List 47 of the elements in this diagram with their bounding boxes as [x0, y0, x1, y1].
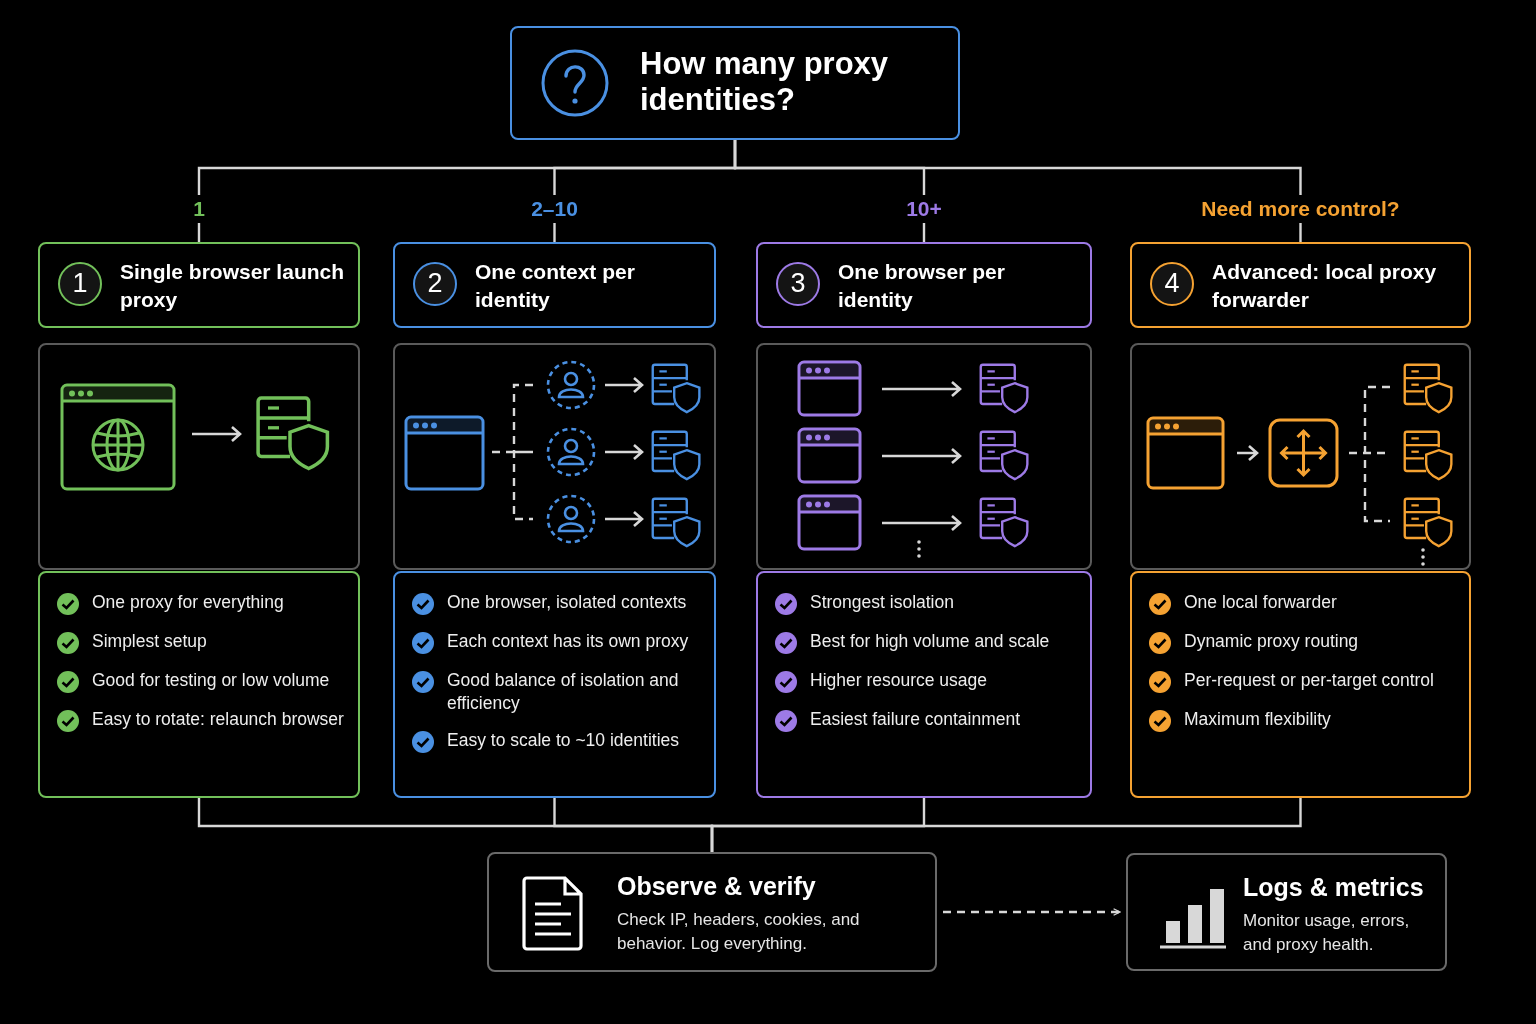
feature-text: Good for testing or low volume	[92, 669, 330, 692]
step-number: 3	[776, 262, 820, 306]
feature-text: Strongest isolation	[810, 591, 954, 614]
option-header	[393, 242, 716, 328]
illustration-panel	[38, 343, 360, 570]
feature-text: One proxy for everything	[92, 591, 284, 614]
feature-text: Each context has its own proxy	[447, 630, 689, 653]
feature-text: Best for high volume and scale	[810, 630, 1050, 653]
arrow	[943, 908, 1121, 916]
feature-text: Higher resource usage	[810, 669, 988, 692]
step-title: One browser per identity	[838, 259, 1006, 313]
card-title: Observe & verify	[617, 872, 817, 901]
feature-text: Simplest setup	[92, 630, 207, 653]
connector-line	[733, 140, 1302, 242]
feature-text: One local forwarder	[1184, 591, 1337, 614]
card-title: Logs & metrics	[1243, 873, 1425, 902]
feature-panel	[756, 571, 1092, 798]
step-number: 4	[1150, 262, 1194, 306]
question-box	[510, 26, 960, 140]
feature-text: Easiest failure containment	[810, 708, 1021, 731]
illustration-panel	[1130, 343, 1471, 570]
illustration-panel	[393, 343, 716, 570]
question-title: How many proxy identities?	[640, 46, 890, 118]
card-description: Monitor usage, errors, and proxy health.	[1243, 910, 1411, 956]
illustration-panel	[756, 343, 1092, 570]
feature-text: Easy to rotate: relaunch browser	[92, 708, 344, 731]
connector-line	[710, 798, 1302, 852]
info-card	[487, 852, 937, 972]
feature-text: Easy to scale to ~10 identities	[447, 729, 679, 752]
step-number: 1	[58, 262, 102, 306]
card-description: Check IP, headers, cookies, and behavior. Log everything.	[617, 909, 861, 955]
option-header	[38, 242, 360, 328]
option-header	[1130, 242, 1471, 328]
step-title: Single browser launch proxy	[120, 259, 346, 313]
step-title: One context per identity	[475, 259, 636, 313]
feature-panel	[38, 571, 360, 798]
feature-text: Per-request or per-target control	[1184, 669, 1434, 692]
option-header	[756, 242, 1092, 328]
feature-panel	[393, 571, 716, 798]
info-card	[1126, 853, 1447, 971]
feature-text: One browser, isolated contexts	[447, 591, 687, 614]
feature-text: Maximum flexibility	[1184, 708, 1331, 731]
feature-panel	[1130, 571, 1471, 798]
step-number: 2	[413, 262, 457, 306]
feature-text: Good balance of isolation and efficiency	[447, 669, 680, 715]
feature-text: Dynamic proxy routing	[1184, 630, 1359, 653]
step-title: Advanced: local proxy forwarder	[1212, 259, 1438, 313]
